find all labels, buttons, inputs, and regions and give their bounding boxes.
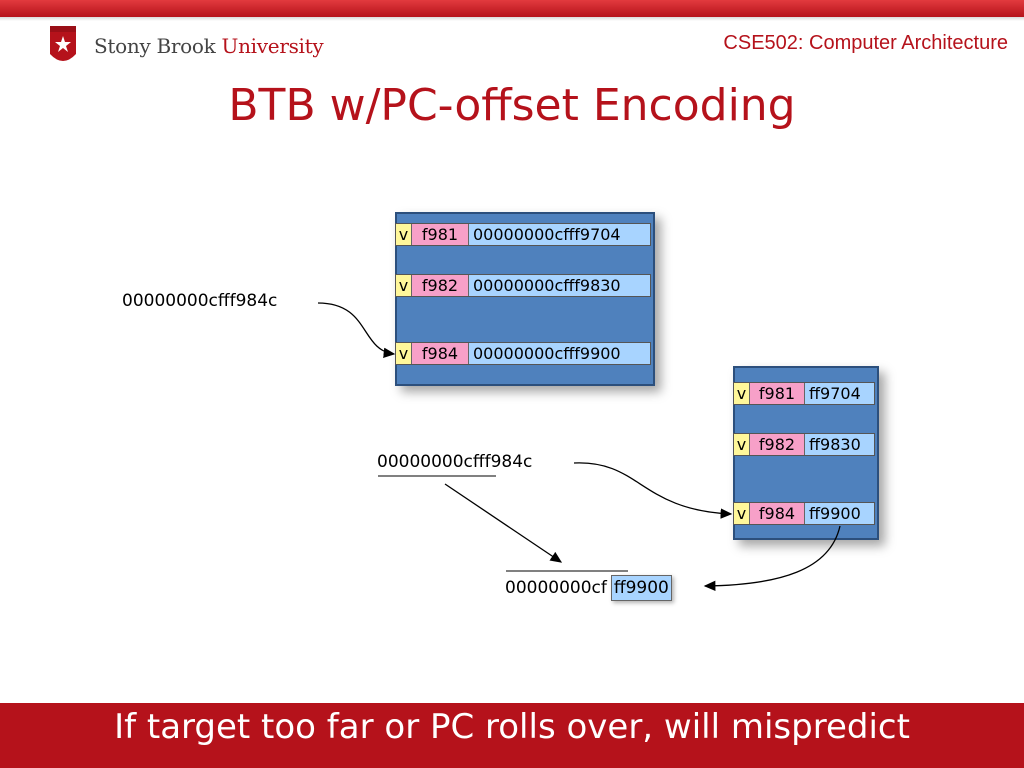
university-wordmark: Stony Brook University: [94, 34, 324, 58]
shield-logo-icon: [50, 26, 76, 61]
top-red-bar: [0, 0, 1024, 17]
footer-caption: If target too far or PC rolls over, will…: [114, 707, 910, 747]
pc-address-label-2: 00000000cfff984c: [377, 452, 533, 472]
tag-cell: f981: [412, 224, 469, 245]
target-cell: 00000000cfff9704: [469, 224, 650, 245]
valid-bit: v: [734, 434, 750, 455]
pc-high-bits: 00000000cf: [505, 578, 607, 598]
offset-btb-row: v f981 ff9704: [733, 382, 875, 405]
valid-bit: v: [396, 224, 412, 245]
bottom-red-bar: [0, 703, 1024, 768]
target-cell: 00000000cfff9830: [469, 275, 650, 296]
offset-btb-row: v f982 ff9830: [733, 433, 875, 456]
course-title: CSE502: Computer Architecture: [723, 32, 1008, 54]
full-btb-row: v f981 00000000cfff9704: [395, 223, 651, 246]
full-btb-row: v f982 00000000cfff9830: [395, 274, 651, 297]
tag-cell: f981: [750, 383, 805, 404]
top-bar-shadow: [0, 17, 1024, 21]
valid-bit: v: [734, 383, 750, 404]
high-bits-arrow: [444, 483, 563, 563]
lookup-arrow-2: [573, 462, 733, 519]
university-name: Stony Brook: [94, 34, 216, 58]
tag-cell: f984: [412, 343, 469, 364]
target-cell: 00000000cfff9900: [469, 343, 650, 364]
reconstructed-target: 00000000cf ff9900: [505, 573, 672, 603]
university-suffix: University: [221, 34, 324, 58]
target-cell: ff9830: [805, 434, 874, 455]
full-btb-row: v f984 00000000cfff9900: [395, 342, 651, 365]
offset-low-bits: ff9900: [610, 575, 672, 601]
lookup-arrow: [317, 302, 396, 358]
tag-cell: f984: [750, 503, 805, 524]
target-cell: ff9704: [805, 383, 874, 404]
valid-bit: v: [396, 275, 412, 296]
target-cell: ff9900: [805, 503, 874, 524]
offset-btb-row: v f984 ff9900: [733, 502, 875, 525]
offset-arrow: [703, 525, 841, 592]
pc-address-label: 00000000cfff984c: [122, 291, 278, 311]
slide-title: BTB w/PC-offset Encoding: [228, 80, 796, 131]
tag-cell: f982: [412, 275, 469, 296]
tag-cell: f982: [750, 434, 805, 455]
valid-bit: v: [396, 343, 412, 364]
valid-bit: v: [734, 503, 750, 524]
